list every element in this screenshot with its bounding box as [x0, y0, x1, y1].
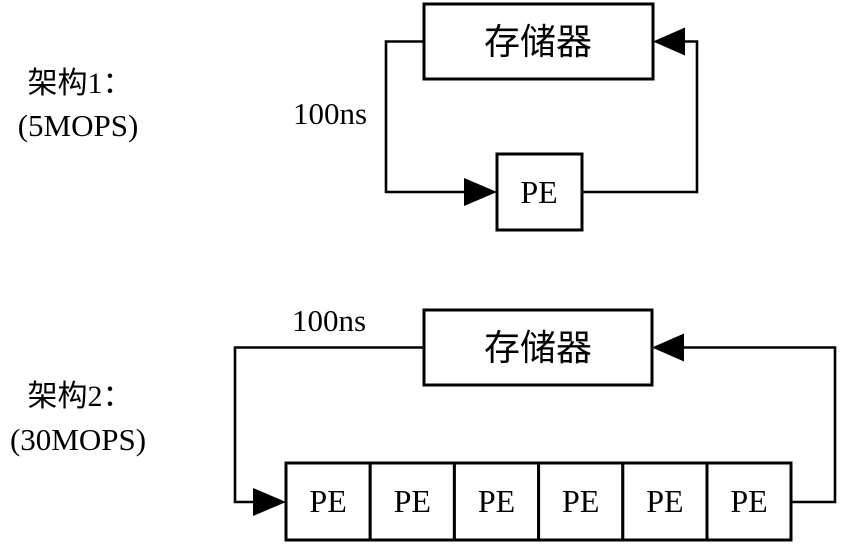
arch2-arrowhead-into-memory [652, 333, 684, 362]
arch1-arrowhead-into-memory [653, 27, 685, 56]
arch2-performance-label: (30MOPS) [10, 422, 146, 457]
arch1-name-label: 架构1： [28, 67, 133, 100]
arch2-arrowhead-into-pe [253, 488, 286, 516]
arch1-performance-label: (5MOPS) [18, 108, 139, 143]
arch2-name-label: 架构2： [28, 380, 133, 413]
arch2-diagram: 架构2： (30MOPS) 100ns 存储器 PE PE PE [10, 303, 837, 542]
arch1-memory-box [422, 2, 655, 81]
arch2-pe-label-5: PE [646, 483, 683, 519]
arch2-pe-label-4: PE [562, 483, 599, 519]
arch2-pe-box-6 [705, 461, 793, 542]
arch2-memory-box [422, 308, 654, 387]
arch2-pe-label-1: PE [309, 483, 346, 519]
arch1-diagram: 架构1： (5MOPS) 100ns 存储器 PE [18, 2, 699, 232]
arch1-memory-label: 存储器 [484, 22, 592, 62]
arch2-latency-label: 100ns [292, 303, 366, 338]
arch1-wire-memory-to-pe [384, 40, 464, 194]
arch2-pe-row: PE PE PE PE PE PE [284, 461, 793, 542]
arch2-wire-pe-to-memory [684, 346, 837, 504]
arch2-pe-box-1 [284, 461, 372, 542]
arch1-wire-pe-to-memory [582, 40, 699, 194]
arch1-arrowhead-into-pe [464, 178, 497, 206]
arch2-pe-label-2: PE [394, 483, 431, 519]
arch2-pe-label-3: PE [478, 483, 515, 519]
arch1-pe-box [495, 152, 584, 232]
arch2-pe-box-3 [452, 461, 541, 542]
arch2-wire-memory-to-pe [233, 346, 424, 504]
arch1-latency-label: 100ns [293, 96, 367, 131]
arch2-pe-label-6: PE [730, 483, 767, 519]
arch1-pe-label: PE [520, 174, 557, 210]
arch2-memory-label: 存储器 [484, 328, 592, 368]
